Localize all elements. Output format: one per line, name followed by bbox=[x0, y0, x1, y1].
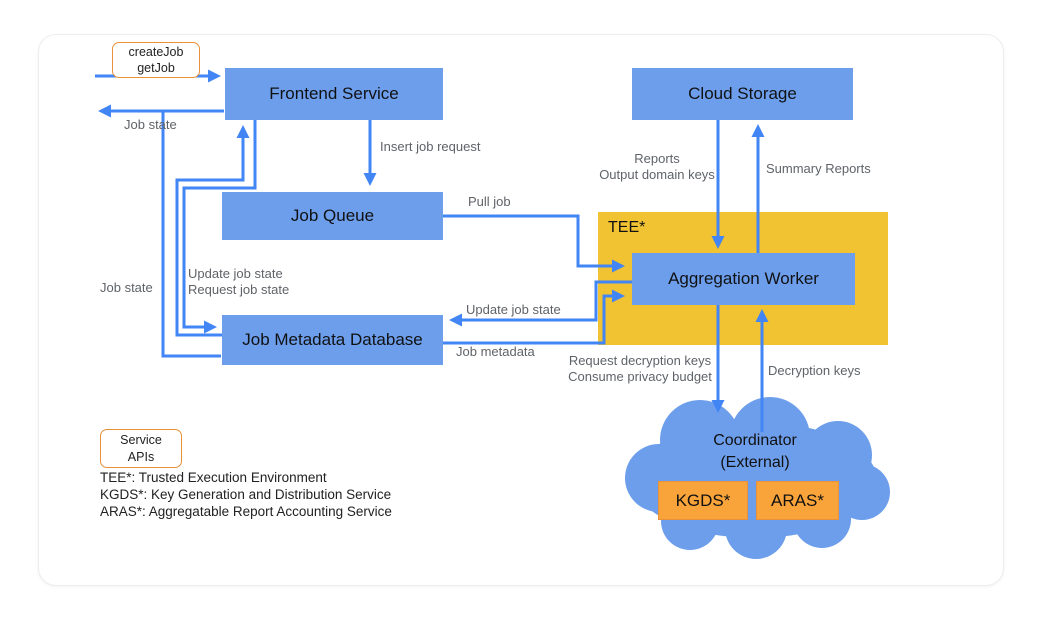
legend-aras: ARAS*: Aggregatable Report Accounting Se… bbox=[100, 504, 392, 519]
legend: TEE*: Trusted Execution Environment KGDS… bbox=[100, 469, 392, 520]
node-aggregation-worker: Aggregation Worker bbox=[632, 253, 855, 305]
service-apis-line2: APIs bbox=[127, 449, 155, 464]
edge-label-insert-job-request: Insert job request bbox=[380, 139, 481, 154]
edge-label-consume-privacy-budget: Consume privacy budget bbox=[568, 369, 712, 384]
tee-boundary-label: TEE* bbox=[608, 219, 646, 236]
node-cloud-storage-label: Cloud Storage bbox=[688, 84, 797, 103]
edge-label-request-decryption-keys: Request decryption keys bbox=[568, 353, 712, 368]
create-job-api-line2: getJob bbox=[137, 61, 175, 75]
arrow-frontend-to-db bbox=[182, 120, 257, 334]
legend-kgds: KGDS*: Key Generation and Distribution S… bbox=[100, 487, 392, 502]
edge-label-decryption-block: Request decryption keys Consume privacy … bbox=[560, 353, 720, 385]
edge-label-update-request-job-state: Update job state Request job state bbox=[188, 266, 289, 298]
line-job-state-from-db bbox=[161, 111, 221, 358]
coordinator-title-line2: (External) bbox=[720, 454, 790, 471]
arrow-update-job-state bbox=[449, 280, 632, 327]
edge-label-reports-block: Reports Output domain keys bbox=[587, 151, 727, 183]
create-job-api-badge: createJob getJob bbox=[112, 42, 200, 78]
edge-label-job-state-db: Job state bbox=[100, 280, 153, 295]
node-aras: ARAS* bbox=[756, 481, 839, 520]
node-job-metadata-database-label: Job Metadata Database bbox=[242, 330, 423, 349]
arrow-job-metadata bbox=[443, 289, 625, 345]
node-frontend-service: Frontend Service bbox=[225, 68, 443, 120]
edge-label-pull-job: Pull job bbox=[468, 194, 511, 209]
node-kgds: KGDS* bbox=[658, 481, 748, 520]
arrow-db-to-frontend bbox=[175, 125, 250, 337]
node-frontend-service-label: Frontend Service bbox=[269, 84, 399, 103]
node-aras-label: ARAS* bbox=[771, 490, 824, 510]
node-kgds-label: KGDS* bbox=[675, 490, 731, 510]
node-job-queue: Job Queue bbox=[222, 192, 443, 240]
coordinator-title-line1: Coordinator bbox=[713, 432, 797, 449]
create-job-api-line1: createJob bbox=[128, 44, 184, 59]
service-apis-line1: Service bbox=[120, 433, 162, 448]
arrow-pull-job bbox=[443, 214, 625, 273]
edge-label-job-state-out: Job state bbox=[124, 117, 177, 132]
coordinator-title: Coordinator (External) bbox=[655, 430, 855, 474]
edge-label-job-metadata: Job metadata bbox=[456, 344, 535, 359]
edge-label-update-job-state-mid: Update job state bbox=[466, 302, 561, 317]
edge-label-output-domain-keys: Output domain keys bbox=[599, 167, 715, 182]
edge-label-update-job-state-left: Update job state bbox=[188, 266, 283, 281]
edge-label-reports: Reports bbox=[634, 151, 680, 166]
edge-label-request-job-state: Request job state bbox=[188, 282, 290, 297]
node-job-queue-label: Job Queue bbox=[290, 206, 375, 225]
node-aggregation-worker-label: Aggregation Worker bbox=[668, 269, 819, 288]
node-job-metadata-database: Job Metadata Database bbox=[222, 315, 443, 365]
service-apis-badge: Service APIs bbox=[100, 429, 182, 468]
legend-tee: TEE*: Trusted Execution Environment bbox=[100, 470, 327, 485]
node-cloud-storage: Cloud Storage bbox=[632, 68, 853, 120]
coordinator-cloud-shape bbox=[625, 397, 890, 559]
edge-label-summary-reports: Summary Reports bbox=[766, 161, 871, 176]
edge-label-decryption-keys: Decryption keys bbox=[768, 363, 861, 378]
